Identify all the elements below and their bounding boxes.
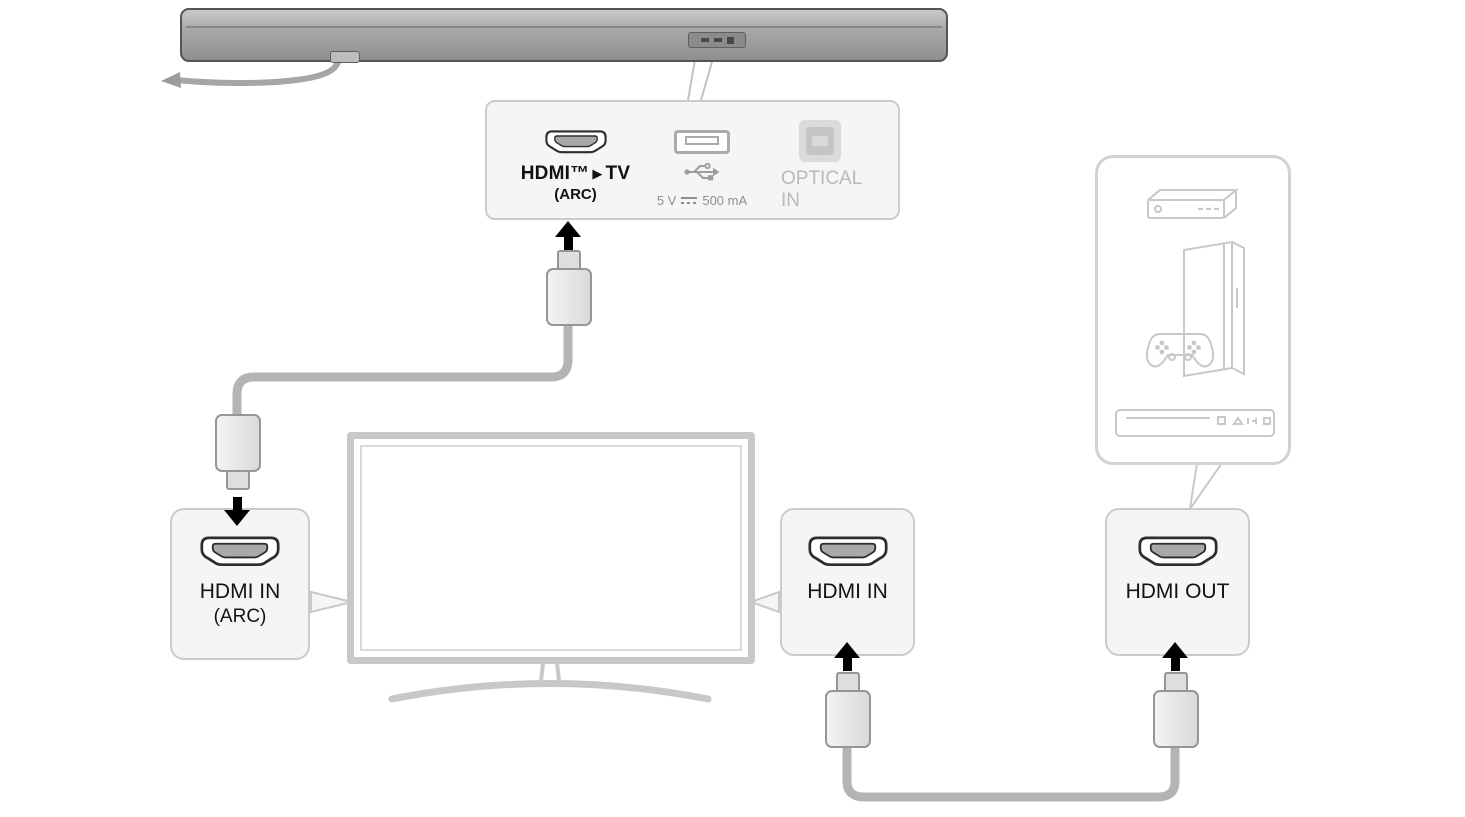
tv-arc-sub-label: (ARC) xyxy=(213,606,267,627)
arrow-up-to-device-hdmi-out xyxy=(1162,642,1188,671)
hdmi-cable-bottom xyxy=(842,736,1180,802)
hdmi-plug-tv-arc-end xyxy=(214,414,262,490)
hdmi-arc-sub-label: (ARC) xyxy=(554,186,597,203)
soundbar xyxy=(180,8,948,63)
hdmi-port-title: HDMI™▶TV xyxy=(493,163,658,185)
usb-volts: 5 V xyxy=(656,193,677,208)
tv-screen xyxy=(360,445,742,651)
hdmi-port-icon xyxy=(807,536,888,567)
usb-port-group: 5 V 500 mA xyxy=(637,130,767,208)
optical-port-slot xyxy=(812,136,828,146)
hdmi-in-box-wedge xyxy=(748,590,780,614)
hdmi-plug-connector xyxy=(836,672,860,690)
hdmi-port-icon xyxy=(544,130,607,154)
hdmi-port-icon xyxy=(200,536,280,567)
tv-hdmi-in-callout: HDMI IN xyxy=(780,508,915,656)
tv-in-label: HDMI IN xyxy=(807,580,888,603)
hdmi-plug-tv-in-end xyxy=(824,672,872,748)
power-cable xyxy=(161,45,343,88)
usb-symbol-icon xyxy=(684,162,720,181)
soundbar-port-cluster xyxy=(688,32,746,48)
hdmi-plug-device-out-end xyxy=(1152,672,1200,748)
soundbar-usb-slot xyxy=(713,38,722,42)
arrow-up-to-soundbar-hdmi xyxy=(555,221,581,250)
tv-stand xyxy=(388,662,712,703)
arrow-down-to-tv-arc xyxy=(224,497,250,526)
hdmi-brand-label: HDMI™ xyxy=(520,163,590,184)
hdmi-port-icon xyxy=(1137,536,1218,567)
hdmi-plug-body xyxy=(546,268,592,326)
hdmi-plug-connector xyxy=(226,472,250,490)
optical-port-icon xyxy=(799,120,841,162)
tv-hdmi-arc-callout: HDMI IN (ARC) xyxy=(170,508,310,660)
set-top-box-icon xyxy=(1147,189,1239,219)
soundbar-seam xyxy=(186,26,942,28)
gamepad-icon xyxy=(1145,333,1215,368)
soundbar-optical-slot xyxy=(726,36,734,44)
arrow-up-to-tv-hdmi-in xyxy=(834,642,860,671)
devices-callout-wedge xyxy=(1189,462,1224,510)
device-out-label: HDMI OUT xyxy=(1125,580,1230,603)
tv xyxy=(347,432,755,664)
optical-port-group: OPTICAL IN xyxy=(769,120,894,212)
hdmi-plug-body xyxy=(825,690,871,748)
optical-label: OPTICAL IN xyxy=(781,168,894,212)
soundbar-ports-panel: HDMI™▶TV (ARC) 5 V 500 mA xyxy=(485,100,900,220)
tv-arc-label: HDMI IN xyxy=(199,580,281,603)
hdmi-cable-top xyxy=(232,320,573,424)
hdmi-plug-connector xyxy=(557,250,581,268)
usb-port-tongue xyxy=(685,136,719,145)
optical-label-line2: IN xyxy=(781,189,800,211)
soundbar-hdmi-slot xyxy=(700,38,709,42)
hdmi-plug-body xyxy=(215,414,261,472)
hdmi-plug-body xyxy=(1153,690,1199,748)
dc-symbol-icon xyxy=(681,197,698,204)
device-hdmi-out-callout: HDMI OUT xyxy=(1105,508,1250,656)
game-console-icon xyxy=(1145,240,1245,378)
usb-port-icon xyxy=(674,130,730,154)
hdmi-plug-soundbar-end xyxy=(545,250,593,326)
bluray-player-icon xyxy=(1115,409,1275,437)
hdmi-arc-port-group: HDMI™▶TV (ARC) xyxy=(493,130,658,203)
right-pointer-icon: ▶ xyxy=(592,166,603,181)
usb-current: 500 mA xyxy=(702,193,748,208)
hdmi-target-label: TV xyxy=(605,163,631,184)
arc-box-wedge xyxy=(310,590,353,614)
usb-rating-label: 5 V 500 mA xyxy=(637,193,767,208)
soundbar-power-notch xyxy=(330,51,360,63)
external-devices-panel xyxy=(1095,155,1291,465)
hdmi-plug-connector xyxy=(1164,672,1188,690)
optical-label-line1: OPTICAL xyxy=(781,168,863,189)
